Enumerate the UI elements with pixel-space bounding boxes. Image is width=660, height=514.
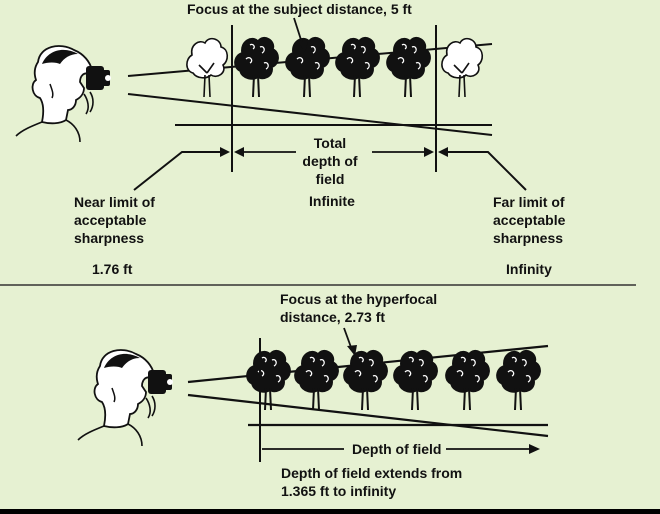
- bottom-tree-5: [444, 349, 491, 411]
- top-tree-near-blurred: [186, 37, 229, 98]
- far-limit-value: Infinity: [506, 261, 552, 277]
- bottom-tree-4: [392, 349, 439, 411]
- top-tree-sharp-1: [233, 36, 280, 98]
- bottom-focus-label: Focus at the hyperfocal distance, 2.73 f…: [280, 291, 438, 325]
- top-focus-arrow: [293, 17, 308, 52]
- bottom-photographer: [77, 349, 174, 447]
- top-far-pointer: [438, 147, 527, 191]
- near-limit-value: 1.76 ft: [92, 261, 133, 277]
- near-limit-label: Near limit of acceptable sharpness: [74, 194, 155, 246]
- bottom-focus-arrow: [343, 327, 357, 356]
- top-tree-sharp-3: [334, 36, 381, 98]
- top-focus-label: Focus at the subject distance, 5 ft: [187, 1, 412, 17]
- total-dof-value: Infinite: [309, 193, 355, 209]
- top-photographer: [15, 45, 112, 143]
- dof-extends-label: Depth of field extends from 1.365 ft to …: [281, 465, 463, 499]
- far-limit-label: Far limit of acceptable sharpness: [493, 194, 566, 246]
- bottom-tree-6: [495, 349, 542, 411]
- bottom-tree-3: [342, 349, 389, 411]
- top-near-pointer: [133, 147, 230, 191]
- bottom-dof-arrow: [262, 444, 540, 454]
- top-tree-sharp-2: [284, 36, 331, 98]
- bottom-tree-1: [245, 349, 292, 411]
- bottom-dof-label: Depth of field: [350, 440, 444, 458]
- bottom-tree-2: [293, 349, 340, 411]
- top-tree-sharp-4: [385, 36, 432, 98]
- total-dof-label: Total depth of field: [302, 135, 358, 187]
- top-dof-arrows: [234, 147, 434, 157]
- top-limit-markers: [231, 25, 437, 172]
- top-tree-far-blurred: [441, 37, 484, 98]
